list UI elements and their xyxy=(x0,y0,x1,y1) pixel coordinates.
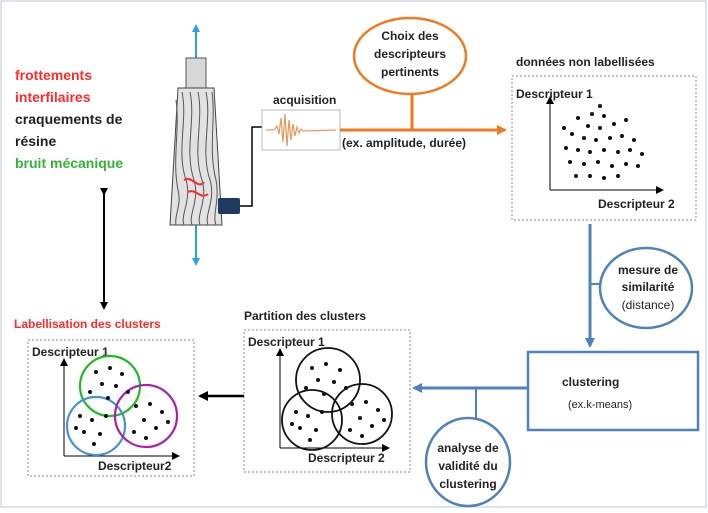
labelled-title: Labellisation des clusters xyxy=(14,317,161,331)
partition-y-label: Descripteur 1 xyxy=(248,335,325,349)
label-bruit-mecanique: bruit mécanique xyxy=(15,155,123,171)
validity-bubble xyxy=(424,416,512,508)
labelled-clusters xyxy=(65,354,179,457)
cluster-magenta xyxy=(113,383,179,449)
sensor-cable xyxy=(240,126,262,207)
similarity-line2: similarité xyxy=(622,280,675,294)
cluster-blue xyxy=(65,395,127,457)
partition-clusters xyxy=(281,347,393,451)
validity-line1: analyse de xyxy=(437,441,499,455)
waveform xyxy=(266,113,337,147)
feature-choice-line2: descripteurs xyxy=(374,47,446,61)
cable-illustration xyxy=(169,24,262,266)
validity-line3: clustering xyxy=(439,477,496,491)
phenomena-labels: frottements interfilaires craquements de… xyxy=(15,67,123,171)
similarity-line1: mesure de xyxy=(618,263,678,277)
label-interfilaires: interfilaires xyxy=(15,89,91,105)
label-frottements: frottements xyxy=(15,67,92,83)
feature-choice-line1: Choix des xyxy=(381,29,439,43)
acoustic-sensor xyxy=(218,198,240,214)
similarity-bubble xyxy=(598,246,694,330)
partition-x-label: Descripteur 2 xyxy=(308,451,385,465)
feature-choice-line3: pertinents xyxy=(381,65,439,79)
labelled-x-label: Descripteur2 xyxy=(98,459,172,473)
unlabeled-x-label: Descripteur 2 xyxy=(598,197,675,211)
partition-frame xyxy=(243,329,411,473)
label-resine: résine xyxy=(15,133,56,149)
partition-points xyxy=(290,362,386,442)
clustering-example: (ex.k-means) xyxy=(568,399,632,411)
feature-choice-bubble xyxy=(352,16,468,96)
labelled-frame xyxy=(27,339,195,477)
partition-title: Partition des clusters xyxy=(244,309,366,323)
similarity-line3: (distance) xyxy=(622,298,675,312)
acquisition-label: acquisition xyxy=(273,93,336,107)
feature-example: (ex. amplitude, durée) xyxy=(342,136,466,150)
validity-line2: validité du xyxy=(438,459,497,473)
unlabeled-title: données non labellisées xyxy=(516,55,655,69)
unlabeled-points xyxy=(562,104,644,180)
unlabeled-frame xyxy=(511,75,697,221)
labelled-y-label: Descripteur 1 xyxy=(32,345,109,359)
cluster-green xyxy=(78,354,142,418)
unlabeled-y-label: Descripteur 1 xyxy=(516,87,593,101)
label-craquements: craquements de xyxy=(15,111,123,127)
clustering-title: clustering xyxy=(562,375,619,389)
clustering-box xyxy=(526,350,700,432)
labelled-points xyxy=(74,366,170,446)
